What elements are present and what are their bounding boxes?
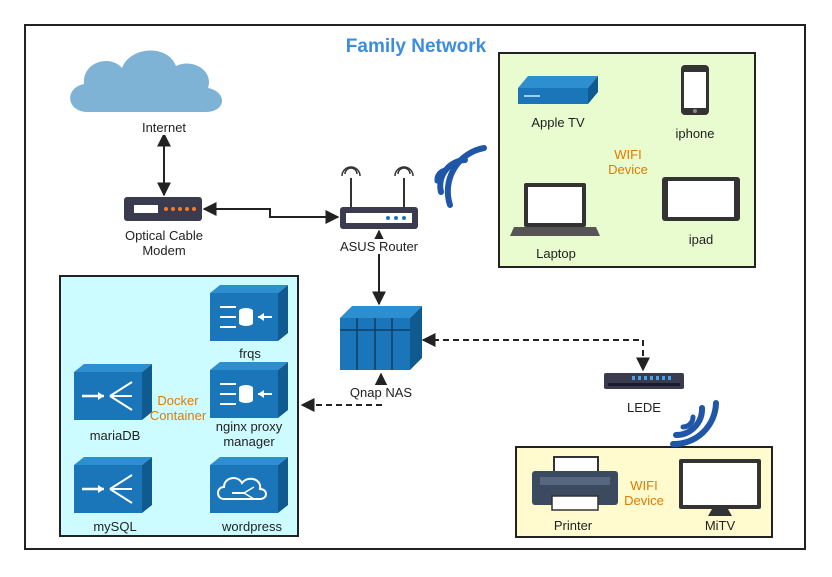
lede-wifi-signal-icon bbox=[670, 400, 719, 448]
internet-label: Internet bbox=[124, 120, 204, 135]
cloud-icon bbox=[70, 50, 223, 112]
router-icon bbox=[340, 166, 418, 229]
wordpress-service-icon bbox=[210, 457, 288, 513]
wifi-group-bottom-label-line1: WIFI bbox=[630, 478, 658, 493]
frqs-label: frqs bbox=[239, 346, 261, 361]
iphone-icon bbox=[681, 65, 709, 115]
modem-label-line2: Modem bbox=[142, 243, 186, 258]
nas-docker-link bbox=[300, 372, 388, 412]
wifi-signal-icon bbox=[434, 145, 487, 208]
laptop-label: Laptop bbox=[536, 246, 576, 261]
modem-icon bbox=[124, 197, 202, 221]
wifi-group-top-label-line2: Device bbox=[608, 162, 648, 177]
lede-label: LEDE bbox=[627, 400, 661, 415]
mitv-label: MiTV bbox=[704, 518, 736, 533]
docker-label-line1: Docker bbox=[157, 393, 199, 408]
ipad-label: ipad bbox=[688, 232, 714, 247]
mysql-service-icon bbox=[74, 457, 152, 513]
apple-tv-label: Apple TV bbox=[531, 115, 585, 130]
printer-icon bbox=[532, 456, 618, 511]
router-label: ASUS Router bbox=[334, 239, 424, 254]
diagram-title: Family Network bbox=[345, 36, 487, 57]
mysql-label: mySQL bbox=[93, 519, 137, 534]
docker-label-line2: Container bbox=[149, 408, 207, 423]
apple-tv-icon bbox=[518, 76, 598, 104]
nginx-label-line1: nginx proxy bbox=[215, 419, 283, 434]
nas-icon bbox=[340, 306, 422, 370]
frqs-service-icon bbox=[210, 285, 288, 341]
mariadb-label: mariaDB bbox=[89, 428, 141, 443]
iphone-label: iphone bbox=[675, 126, 715, 141]
nas-lede-link bbox=[421, 333, 650, 372]
modem-router-link bbox=[202, 202, 340, 224]
diagram-frame bbox=[24, 24, 806, 550]
modem-label-line1: Optical Cable bbox=[124, 228, 204, 243]
wordpress-label: wordpress bbox=[222, 519, 282, 534]
nas-label: Qnap NAS bbox=[336, 385, 426, 400]
wifi-group-bottom-label-line2: Device bbox=[624, 493, 664, 508]
nginx-service-icon bbox=[210, 362, 288, 418]
lede-router-icon bbox=[604, 373, 684, 389]
ipad-icon bbox=[662, 177, 740, 221]
nginx-label-line2: manager bbox=[223, 434, 275, 449]
printer-label: Printer bbox=[553, 518, 593, 533]
mariadb-service-icon bbox=[74, 364, 152, 420]
mitv-icon bbox=[679, 459, 761, 516]
laptop-icon bbox=[510, 183, 600, 236]
wifi-group-top-label-line1: WIFI bbox=[614, 147, 642, 162]
